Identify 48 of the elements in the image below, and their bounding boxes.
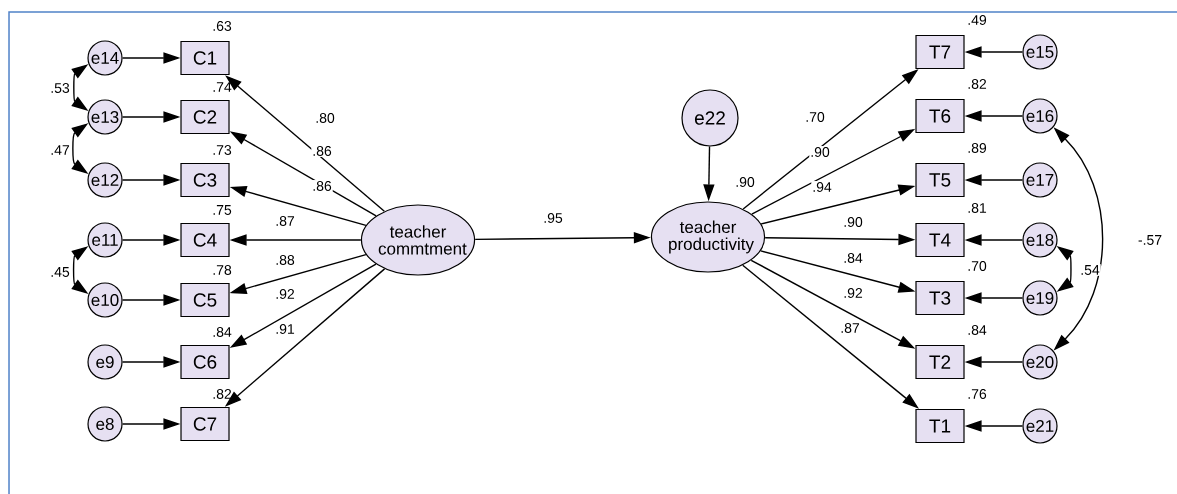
edge-label: .84 [844, 253, 863, 263]
edge-label: .87 [841, 323, 860, 333]
edge-label: .94 [813, 182, 832, 192]
value-label: .84 [213, 327, 232, 337]
value-label: .82 [968, 79, 987, 89]
value-label: .73 [213, 145, 232, 155]
edge-label: .88 [276, 255, 295, 265]
value-label: .90 [736, 177, 755, 187]
value-label: .89 [968, 143, 987, 153]
edge-label: .80 [316, 113, 335, 123]
edge-label: .54 [1081, 265, 1100, 275]
edge-label: .90 [811, 147, 830, 157]
edge-label: .87 [276, 216, 295, 226]
indicator-box: T4 [915, 222, 965, 258]
indicator-box: T5 [915, 162, 965, 198]
edge-label: .70 [806, 112, 825, 122]
edge-label: .47 [51, 145, 70, 155]
indicator-box: C2 [180, 99, 230, 135]
edge-label: .91 [276, 324, 295, 334]
edge-label: .86 [313, 146, 332, 156]
value-label: .75 [213, 205, 232, 215]
indicator-box: C6 [180, 344, 230, 380]
value-label: .70 [968, 261, 987, 271]
indicator-box: C4 [180, 222, 230, 258]
indicator-box: T2 [915, 344, 965, 380]
edge-label: .90 [844, 217, 863, 227]
indicator-box: T7 [915, 34, 965, 70]
edge-label: .92 [844, 288, 863, 298]
indicator-box: C3 [180, 162, 230, 198]
indicator-box: T1 [915, 408, 965, 444]
value-label: .81 [968, 203, 987, 213]
value-label: .78 [213, 265, 232, 275]
edge-label: .95 [544, 213, 563, 223]
edge-label: -.57 [1138, 235, 1162, 245]
edge-label: .86 [313, 181, 332, 191]
indicator-box: C5 [180, 282, 230, 318]
edge-label: .45 [51, 267, 70, 277]
edge-label: .53 [51, 83, 70, 93]
indicator-box: T6 [915, 98, 965, 134]
value-label: .74 [213, 82, 232, 92]
indicator-box: T3 [915, 280, 965, 316]
indicator-box: C1 [180, 40, 230, 76]
edge-label: .92 [276, 289, 295, 299]
indicator-box: C7 [180, 406, 230, 442]
value-label: .82 [213, 389, 232, 399]
value-label: .84 [968, 325, 987, 335]
value-label: .49 [968, 15, 987, 25]
value-label: .76 [968, 389, 987, 399]
